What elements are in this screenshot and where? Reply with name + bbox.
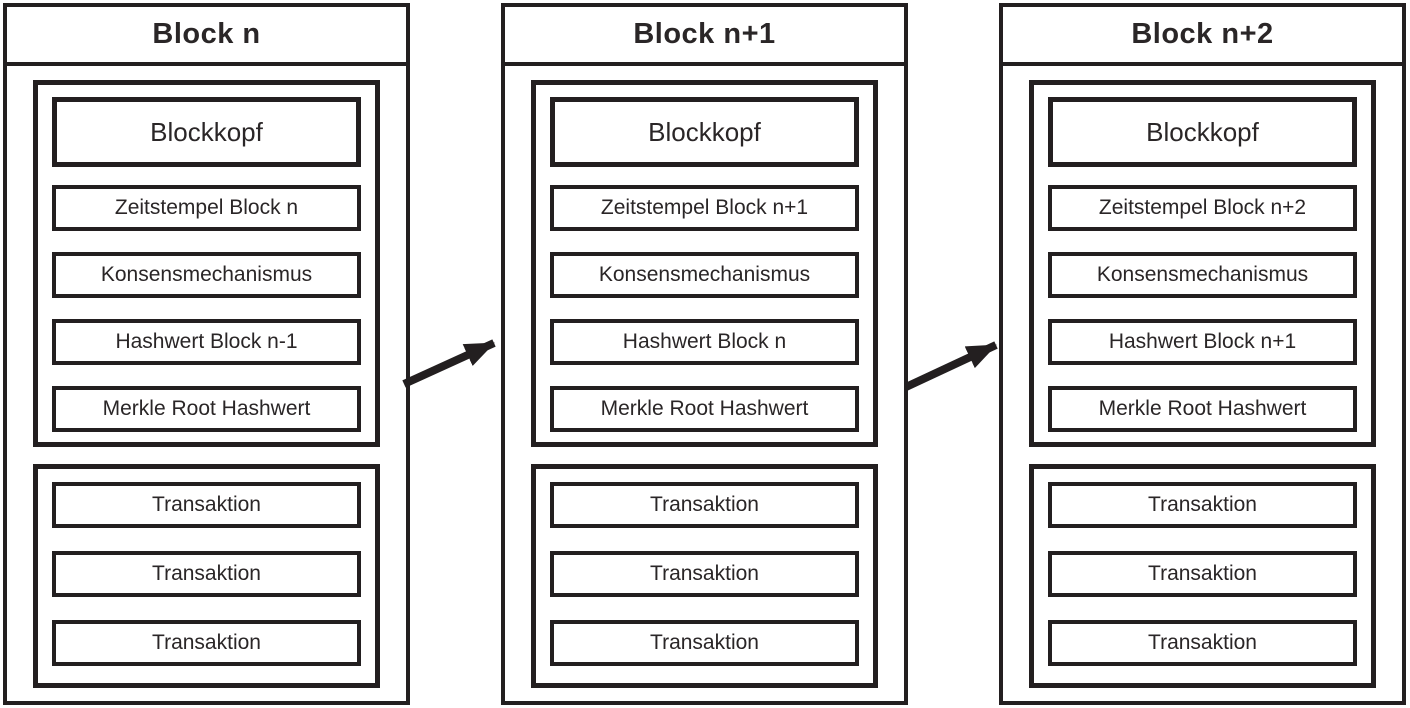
block-body: Blockkopf Zeitstempel Block n+2 Konsensm…	[1003, 80, 1402, 688]
konsensmechanismus-box: Konsensmechanismus	[52, 252, 361, 298]
transaktion-box: Transaktion	[52, 482, 361, 528]
transactions-group: Transaktion Transaktion Transaktion	[531, 464, 878, 688]
block-header-group: Blockkopf Zeitstempel Block n+1 Konsensm…	[531, 80, 878, 447]
transaktion-box: Transaktion	[1048, 482, 1357, 528]
block-header-group: Blockkopf Zeitstempel Block n+2 Konsensm…	[1029, 80, 1376, 447]
merkle-root-box: Merkle Root Hashwert	[52, 386, 361, 432]
transaktion-box: Transaktion	[550, 620, 859, 666]
merkle-root-box: Merkle Root Hashwert	[1048, 386, 1357, 432]
block-title: Block n	[7, 7, 406, 66]
blockkopf-box: Blockkopf	[550, 97, 859, 167]
transaktion-box: Transaktion	[550, 482, 859, 528]
block-body: Blockkopf Zeitstempel Block n Konsensmec…	[7, 80, 406, 688]
block-title: Block n+1	[505, 7, 904, 66]
merkle-root-box: Merkle Root Hashwert	[550, 386, 859, 432]
block-header-group: Blockkopf Zeitstempel Block n Konsensmec…	[33, 80, 380, 447]
transaktion-box: Transaktion	[52, 620, 361, 666]
transaktion-box: Transaktion	[52, 551, 361, 597]
arrow-block-n1-to-n2-icon	[904, 341, 998, 391]
zeitstempel-box: Zeitstempel Block n	[52, 185, 361, 231]
block-title: Block n+2	[1003, 7, 1402, 66]
zeitstempel-box: Zeitstempel Block n+2	[1048, 185, 1357, 231]
block-n1: Block n+1 Blockkopf Zeitstempel Block n+…	[501, 3, 908, 705]
transaktion-box: Transaktion	[550, 551, 859, 597]
hashwert-box: Hashwert Block n-1	[52, 319, 361, 365]
konsensmechanismus-box: Konsensmechanismus	[1048, 252, 1357, 298]
block-n2: Block n+2 Blockkopf Zeitstempel Block n+…	[999, 3, 1406, 705]
zeitstempel-box: Zeitstempel Block n+1	[550, 185, 859, 231]
blockkopf-box: Blockkopf	[52, 97, 361, 167]
transactions-group: Transaktion Transaktion Transaktion	[1029, 464, 1376, 688]
transaktion-box: Transaktion	[1048, 620, 1357, 666]
hashwert-box: Hashwert Block n+1	[1048, 319, 1357, 365]
konsensmechanismus-box: Konsensmechanismus	[550, 252, 859, 298]
transaktion-box: Transaktion	[1048, 551, 1357, 597]
blockkopf-box: Blockkopf	[1048, 97, 1357, 167]
block-n: Block n Blockkopf Zeitstempel Block n Ko…	[3, 3, 410, 705]
hashwert-box: Hashwert Block n	[550, 319, 859, 365]
arrow-block-n-to-n1-icon	[402, 339, 496, 388]
transactions-group: Transaktion Transaktion Transaktion	[33, 464, 380, 688]
block-body: Blockkopf Zeitstempel Block n+1 Konsensm…	[505, 80, 904, 688]
